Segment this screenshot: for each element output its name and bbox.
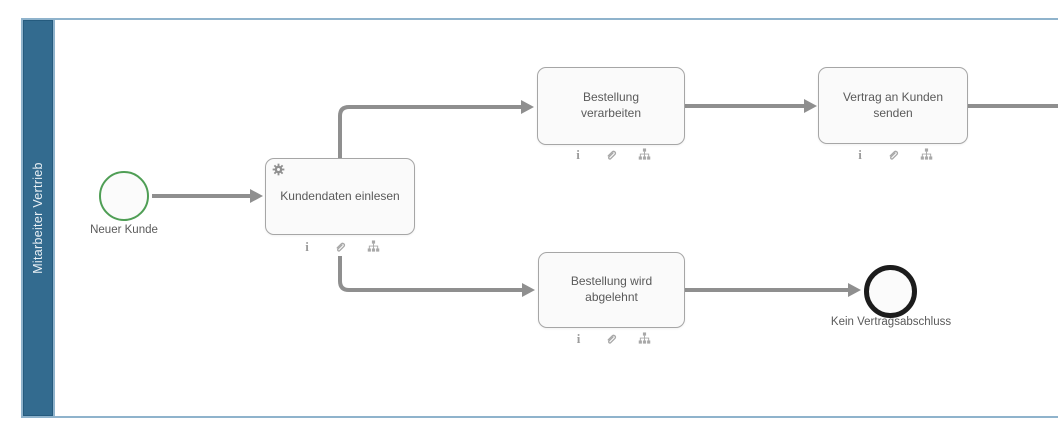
sitemap-icon[interactable] [638,147,651,161]
pool-bottom-border [21,416,1058,418]
info-icon[interactable]: i [576,146,580,162]
info-icon[interactable]: i [305,238,309,254]
task-label: Kundendaten einlesen [280,188,400,203]
attachment-icon[interactable] [605,332,618,345]
pool-top-border [21,18,1058,20]
task-footer-icons: i [818,147,968,161]
end-event[interactable] [864,265,917,318]
task-footer-icons: i [265,239,415,253]
flow-kundendaten-to-bestellung-verarbeiten[interactable] [338,100,534,158]
task-footer-icons: i [538,331,685,345]
end-event-label: Kein Vertragsabschluss [830,316,952,328]
attachment-icon[interactable] [334,240,347,253]
task-vertrag-senden[interactable]: Vertrag an Kunden senden [818,67,968,144]
flow-verarbeiten-to-vertrag[interactable] [685,99,817,113]
attachment-icon[interactable] [887,148,900,161]
gear-icon [272,163,285,176]
task-label: Bestellung wird abgelehnt [570,274,653,304]
flow-kundendaten-to-bestellung-abgelehnt[interactable] [338,256,535,297]
flow-start-to-kundendaten[interactable] [152,189,263,203]
attachment-icon[interactable] [605,148,618,161]
task-footer-icons: i [537,147,685,161]
task-bestellung-abgelehnt[interactable]: Bestellung wird abgelehnt [538,252,685,328]
flow-abgelehnt-to-end[interactable] [685,283,861,297]
info-icon[interactable]: i [576,330,581,346]
sitemap-icon[interactable] [367,239,380,253]
task-label: Vertrag an Kunden senden [842,89,944,120]
task-label: Bestellung verarbeiten [580,90,642,120]
task-kundendaten-einlesen[interactable]: Kundendaten einlesen [265,158,415,235]
start-event[interactable] [99,171,149,221]
info-icon[interactable]: i [858,146,862,162]
lane-header[interactable] [21,18,55,418]
sitemap-icon[interactable] [920,147,933,161]
sitemap-icon[interactable] [638,331,651,345]
task-bestellung-verarbeiten[interactable]: Bestellung verarbeiten [537,67,685,145]
start-event-label: Neuer Kunde [90,224,158,236]
